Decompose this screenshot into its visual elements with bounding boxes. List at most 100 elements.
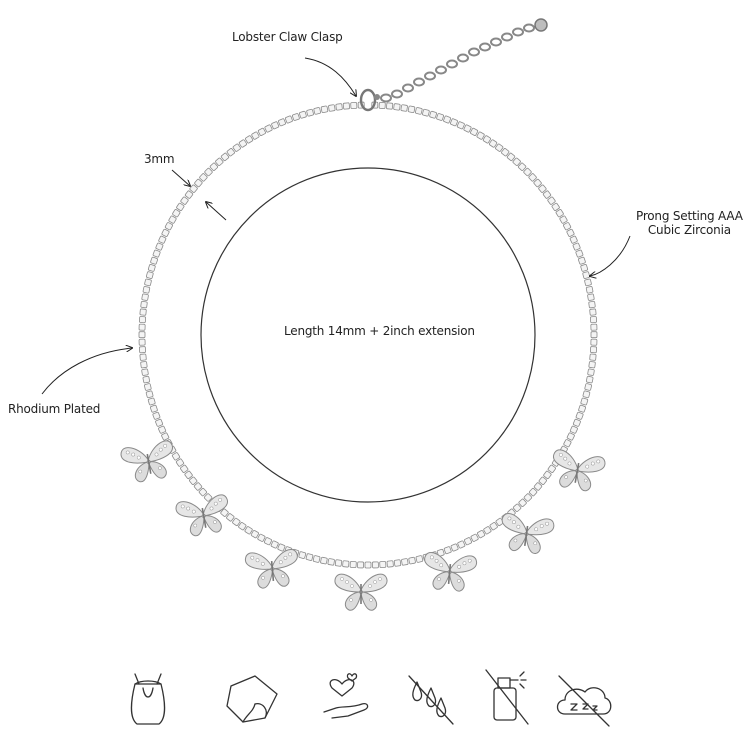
- chain-stone: [171, 452, 181, 461]
- chain-stone: [164, 222, 173, 231]
- chain-stone: [328, 104, 336, 112]
- chain-stone: [238, 139, 247, 148]
- chain-stone: [147, 264, 156, 272]
- chain-stone: [357, 561, 365, 569]
- chain-stone: [523, 167, 532, 177]
- chain-stone: [238, 522, 247, 531]
- chain-stone: [176, 202, 185, 211]
- butterfly-charm: [497, 511, 556, 557]
- chain-stone: [572, 418, 581, 427]
- chain-stone: [172, 209, 181, 218]
- chain-stone: [152, 411, 161, 420]
- chain-stone: [533, 482, 543, 491]
- chain-stone: [193, 482, 203, 491]
- chain-stone: [150, 404, 158, 413]
- butterfly-charm: [547, 448, 607, 495]
- chain-stone: [141, 293, 149, 301]
- chain-stone: [566, 228, 575, 237]
- chain-stone: [489, 522, 498, 531]
- prong-setting-line-1: Prong Setting AAA: [636, 209, 743, 223]
- chain-stone: [542, 190, 552, 199]
- chain-stone: [257, 533, 266, 542]
- rhodium-plated-label: Rhodium Plated: [8, 402, 101, 416]
- chain-stone: [145, 390, 154, 399]
- chain-stone: [278, 118, 286, 127]
- chain-stone: [180, 196, 189, 205]
- chain-stone: [506, 152, 516, 162]
- chain-stone: [528, 173, 537, 182]
- chain-stone: [578, 256, 586, 265]
- chain-stone: [139, 308, 147, 316]
- chain-stone: [155, 242, 164, 251]
- chain-stone: [215, 157, 224, 166]
- chain-stone: [152, 249, 161, 258]
- chain-stone: [138, 323, 146, 331]
- chain-stone: [371, 561, 379, 569]
- clasp-arrow: [304, 57, 356, 96]
- chain-stone: [139, 353, 147, 361]
- care-icons: [130, 669, 612, 727]
- chain-stone: [587, 293, 595, 301]
- chain-stone: [313, 107, 321, 115]
- chain-stone: [566, 432, 575, 441]
- butterfly-charm: [334, 573, 388, 612]
- chain-stone: [245, 135, 254, 144]
- butterfly-charm: [119, 439, 179, 486]
- chain-stone: [533, 178, 542, 188]
- chain-stone: [342, 560, 350, 568]
- chain-stone: [463, 124, 472, 133]
- chain-stone: [334, 559, 343, 567]
- no-sleep-icon: [556, 675, 612, 727]
- chain-stone: [584, 383, 592, 391]
- chain-stone: [555, 209, 564, 218]
- chain-stone: [147, 397, 156, 406]
- chain-stone: [306, 108, 314, 117]
- chain-stone: [590, 338, 598, 346]
- chain-stone: [168, 215, 177, 224]
- chain-stone: [590, 331, 598, 339]
- chain-stone: [175, 458, 185, 467]
- butterfly-charm: [244, 548, 301, 591]
- chain-stone: [589, 308, 597, 316]
- chain-stone: [312, 555, 321, 563]
- butterfly-charms: [119, 439, 607, 612]
- chain-stone: [393, 559, 402, 567]
- prong-arrow: [590, 235, 631, 276]
- chain-stone: [138, 316, 147, 324]
- chain-stone: [547, 464, 556, 473]
- length-label: Length 14mm + 2inch extension: [284, 324, 475, 338]
- chain-stone: [477, 530, 486, 539]
- chain-stone: [512, 503, 522, 512]
- chain-stone: [580, 264, 589, 272]
- chain-stone: [482, 135, 491, 144]
- chain-stone: [563, 222, 572, 231]
- chain-stone: [263, 537, 273, 546]
- hand-heart-icon: [323, 673, 369, 719]
- chain-stone: [320, 556, 328, 565]
- chain-stone: [436, 113, 444, 121]
- chain-width-label: 3mm: [144, 152, 175, 166]
- chain-stone: [292, 113, 300, 121]
- chain-stone: [386, 560, 394, 568]
- prong-setting-line-2: Cubic Zirconia: [647, 223, 731, 237]
- annotation-arrows: [41, 57, 631, 395]
- chain-stone: [204, 167, 213, 177]
- chain-stone: [342, 102, 350, 110]
- chain-stone: [270, 540, 279, 549]
- width-arrow-outer: [171, 169, 190, 186]
- chain-stone: [547, 196, 556, 205]
- chain-stone: [518, 498, 527, 507]
- clasp-label: Lobster Claw Clasp: [232, 30, 343, 44]
- chain-stone: [184, 190, 194, 199]
- chain-stone: [145, 271, 154, 279]
- chain-stone: [277, 543, 286, 552]
- chain-stone: [582, 271, 591, 279]
- chain-stone: [142, 375, 151, 384]
- chain-stone: [457, 540, 466, 549]
- chain-stone: [194, 178, 203, 188]
- chain-stone: [350, 101, 358, 110]
- chain-stone: [180, 464, 189, 473]
- chain-stone: [140, 300, 148, 309]
- chain-stone: [483, 526, 492, 535]
